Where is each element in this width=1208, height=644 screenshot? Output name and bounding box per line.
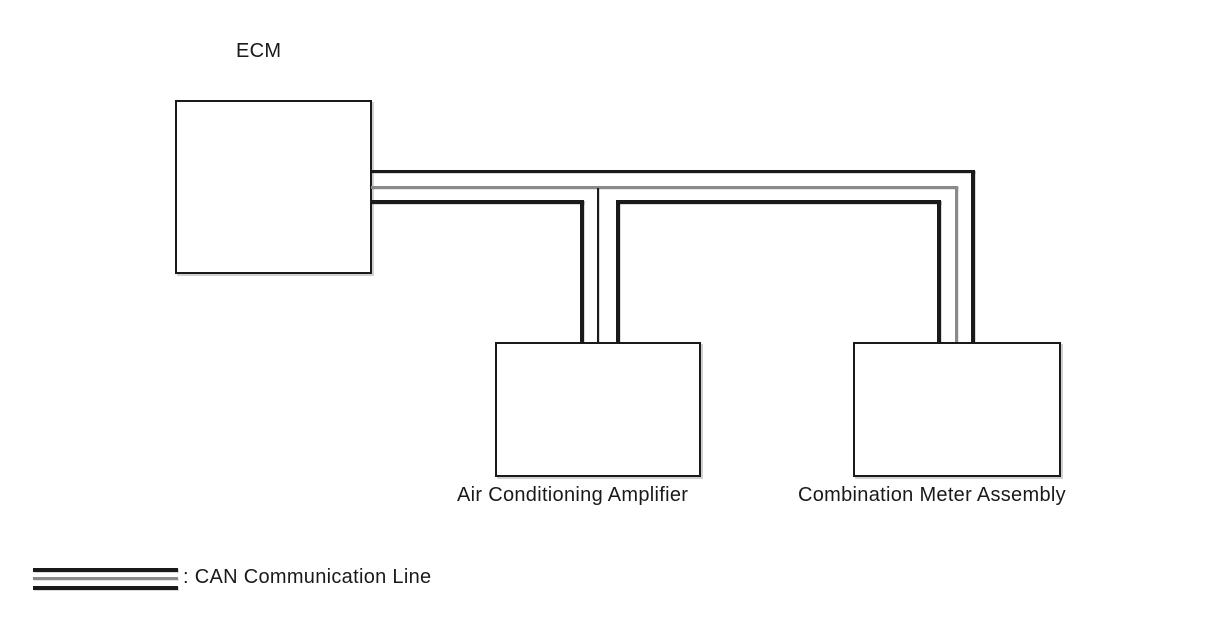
ecm-box (175, 100, 372, 274)
can-bus-bottom-line-right-horizontal (616, 200, 941, 204)
combination-meter-assembly-label: Combination Meter Assembly (798, 484, 1066, 506)
legend-can-line-swatch-bottom (33, 586, 178, 590)
can-bus-top-line-horizontal (371, 170, 975, 173)
can-bus-bottom-line-left-horizontal (371, 200, 584, 204)
legend-can-line-swatch-middle (33, 577, 178, 580)
legend-can-communication-line-label: : CAN Communication Line (183, 566, 432, 588)
legend-can-line-swatch-top (33, 568, 178, 572)
air-conditioning-amplifier-label: Air Conditioning Amplifier (457, 484, 689, 506)
can-bus-drop-to-ac-amplifier-right (616, 200, 620, 342)
can-bus-drop-to-ac-amplifier-middle (597, 188, 599, 342)
can-bus-drop-to-ac-amplifier-left (580, 200, 584, 342)
can-bus-middle-gray-line-horizontal (371, 186, 958, 189)
can-bus-drop-to-combination-meter-left (937, 200, 941, 342)
ecm-label: ECM (236, 40, 282, 62)
can-bus-top-line-drop-to-combination-meter (971, 170, 975, 342)
can-bus-middle-gray-line-drop-to-combination-meter (955, 186, 958, 342)
air-conditioning-amplifier-box (495, 342, 701, 477)
combination-meter-assembly-box (853, 342, 1061, 477)
